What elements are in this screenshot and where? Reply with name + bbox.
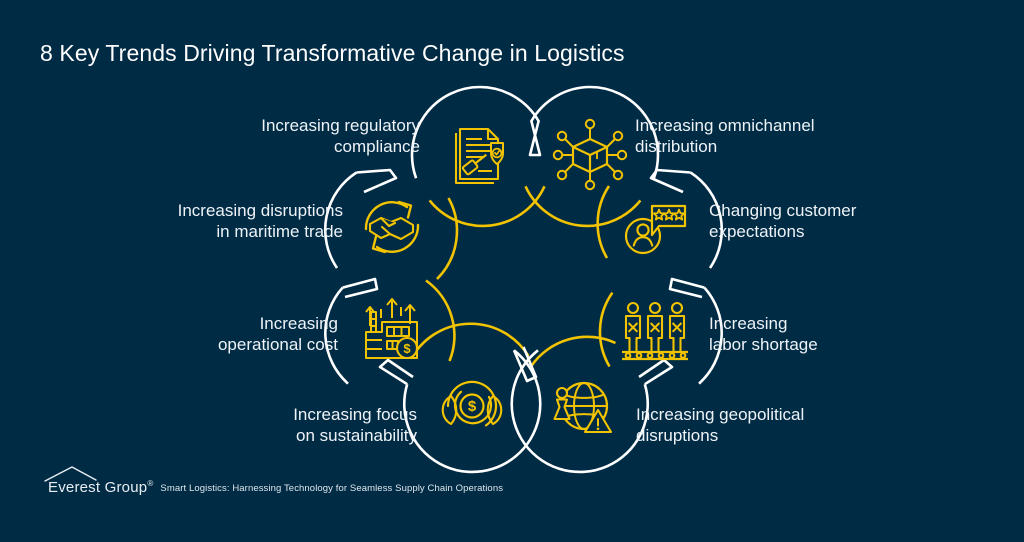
node-ring-omnichannel-distribution[interactable] <box>524 85 660 228</box>
footer-caption: Smart Logistics: Harnessing Technology f… <box>160 483 504 494</box>
node-icon-sustainability-focus <box>441 380 503 427</box>
node-label-labor-shortage: Increasing labor shortage <box>709 314 818 354</box>
footer: Everest Group® Smart Logistics: Harnessi… <box>44 466 504 496</box>
node-ring-sustainability-focus[interactable] <box>402 322 542 474</box>
node-icon-labor-shortage <box>620 301 690 361</box>
node-label-regulatory-compliance: Increasing regulatory compliance <box>261 116 420 156</box>
node-ring-labor-shortage[interactable] <box>598 286 723 385</box>
node-icon-operational-cost <box>364 297 419 360</box>
cycle-connectors <box>342 119 705 386</box>
node-label-sustainability-focus: Increasing focus on sustainability <box>293 405 417 445</box>
logo-text: Everest Group® <box>48 479 153 496</box>
node-ring-operational-cost[interactable] <box>324 279 456 385</box>
node-label-omnichannel-distribution: Increasing omnichannel distribution <box>635 116 815 156</box>
node-label-maritime-trade-disruptions: Increasing disruptions in maritime trade <box>177 201 343 241</box>
node-label-geopolitical-disruptions: Increasing geopolitical disruptions <box>636 405 805 445</box>
node-ring-customer-expectations[interactable] <box>596 171 724 269</box>
logo-brand-name: Everest Group <box>48 479 148 496</box>
mountain-peak-icon <box>44 466 97 482</box>
everest-group-logo: Everest Group® <box>44 466 153 496</box>
page-title: 8 Key Trends Driving Transformative Chan… <box>40 40 625 66</box>
node-icon-maritime-trade-disruptions <box>364 200 420 254</box>
node-ring-maritime-trade-disruptions[interactable] <box>323 171 459 280</box>
node-ring-geopolitical-disruptions[interactable] <box>510 335 650 474</box>
node-label-operational-cost: Increasing operational cost <box>217 314 338 354</box>
node-icon-geopolitical-disruptions <box>553 381 613 434</box>
node-icon-customer-expectations <box>624 204 687 255</box>
registered-mark: ® <box>147 479 154 488</box>
node-icon-omnichannel-distribution <box>552 118 628 191</box>
node-label-customer-expectations: Changing customer expectations <box>709 201 857 241</box>
node-icon-regulatory-compliance <box>454 127 505 185</box>
